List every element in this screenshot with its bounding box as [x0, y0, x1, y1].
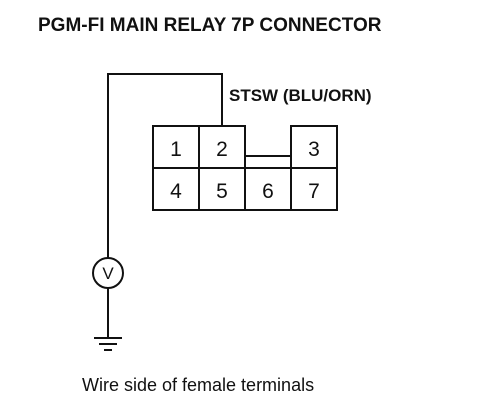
pin-7-cell — [290, 167, 338, 211]
ground-icon — [94, 337, 122, 351]
connector-top-row: 1 2 3 — [152, 125, 338, 169]
pin-3-label: 3 — [308, 138, 320, 161]
pin-2-label: 2 — [216, 138, 228, 161]
pin-6-cell — [244, 167, 292, 211]
probe-wire — [107, 73, 223, 258]
pin-4-cell — [152, 167, 200, 211]
diagram-caption: Wire side of female terminals — [82, 375, 314, 395]
voltmeter-symbol: V — [102, 264, 114, 283]
diagram-title: PGM-FI MAIN RELAY 7P CONNECTOR — [38, 15, 382, 36]
pin-1-label: 1 — [170, 138, 182, 161]
pin-4-label: 4 — [170, 180, 182, 203]
connector-bottom-row: 4 5 6 7 — [152, 167, 338, 211]
pin-5-label: 5 — [216, 180, 228, 203]
pin-2-cell — [198, 125, 246, 169]
pin-6-label: 6 — [262, 180, 274, 203]
voltmeter-icon: V — [92, 257, 124, 289]
pin-7-label: 7 — [308, 180, 320, 203]
wire-label: STSW (BLU/ORN) — [229, 86, 372, 105]
